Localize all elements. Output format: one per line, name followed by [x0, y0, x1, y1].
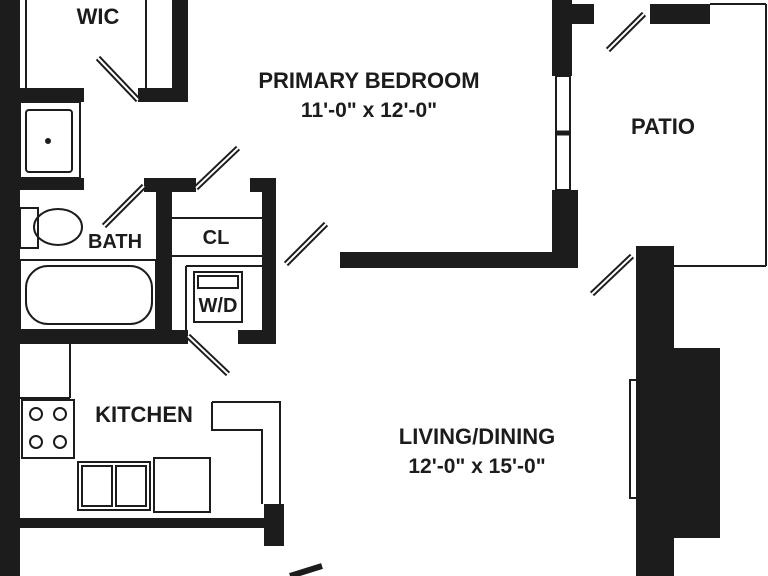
kitchen-sink-basin-1: [81, 465, 113, 507]
bathtub: [19, 259, 157, 331]
wall-closet-top-right: [250, 178, 276, 192]
wall-kitchen-bottom: [20, 518, 268, 528]
wall-patio-left-top: [552, 0, 572, 76]
room-label-kitchen: KITCHEN: [95, 402, 193, 427]
room-label-closet: CL: [202, 227, 230, 249]
kitchen-sink: [77, 461, 151, 511]
wall-left-exterior: [0, 0, 20, 576]
wall-patio-left-bottom: [552, 190, 578, 268]
walls: [0, 0, 720, 576]
wall-closet-right: [262, 178, 276, 344]
room-label-wic: WIC: [76, 4, 120, 29]
room-label-living-dining: LIVING/DINING: [398, 424, 556, 449]
burner-1: [29, 407, 43, 421]
vanity-drain: [45, 138, 51, 144]
room-dimensions-primary-bedroom: 11'-0" x 12'-0": [300, 99, 438, 122]
room-label-primary-bedroom: PRIMARY BEDROOM: [258, 68, 480, 93]
door-inner: [97, 13, 645, 375]
vanity-sink: [25, 109, 73, 173]
wall-bath-right: [156, 178, 172, 330]
wall-bath-bottom: [20, 330, 188, 344]
door-entry: [289, 563, 323, 576]
wall-wd-bottom: [238, 330, 276, 344]
dishwasher: [153, 457, 211, 513]
room-label-patio: PATIO: [631, 114, 695, 139]
stove: [21, 399, 75, 459]
room-dimensions-living-dining: 12'-0" x 15'-0": [408, 455, 546, 478]
wall-patio-top-stub: [572, 4, 594, 24]
vanity: [19, 101, 81, 179]
toilet-bowl: [33, 208, 83, 246]
washer-dryer-unit: [193, 271, 243, 323]
burner-4: [53, 435, 67, 449]
fireplace-firebox: [651, 389, 689, 491]
room-label-washer-dryer: W/D: [198, 295, 238, 317]
kitchen-sink-basin-2: [115, 465, 147, 507]
burner-2: [53, 407, 67, 421]
toilet-tank: [19, 207, 39, 249]
fireplace-block: [652, 348, 720, 538]
washer-dryer-top: [197, 275, 239, 289]
wall-wic-bottom-stub: [138, 88, 188, 102]
wall-vanity-bottom: [20, 178, 84, 190]
wall-kitchen-corner: [264, 504, 284, 546]
wall-vanity-top: [20, 88, 84, 102]
wall-patio-top-right-stub: [650, 4, 710, 24]
fireplace-hearth: [629, 379, 652, 499]
room-label-bath: BATH: [87, 231, 143, 253]
kitchen-counter-right: [212, 401, 281, 510]
kitchen-counter-island: [211, 402, 263, 504]
bathtub-basin: [25, 265, 153, 325]
thin-lines: [20, 0, 767, 513]
wall-wic-right: [172, 0, 188, 102]
burner-3: [29, 435, 43, 449]
wall-bedroom-bottom: [340, 252, 578, 268]
wall-wic-top-stub: [180, 0, 188, 10]
fixtures: [19, 101, 243, 511]
